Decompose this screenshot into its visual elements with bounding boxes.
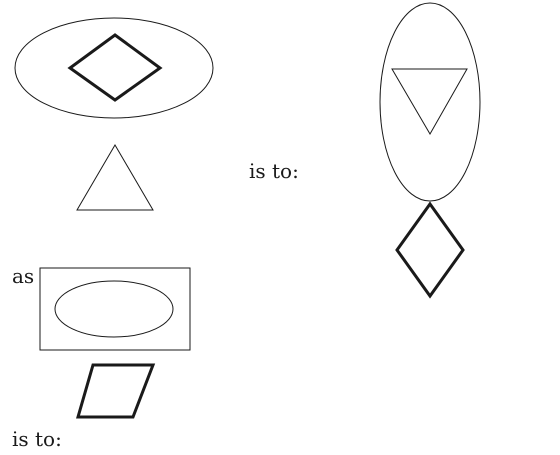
- ellipse-inside-rectangle: [54, 280, 174, 338]
- ellipse-vertical: [379, 2, 481, 202]
- rectangle: [39, 267, 191, 351]
- ellipse-horizontal: [14, 17, 214, 119]
- triangle-up: [76, 144, 154, 211]
- as-label: as: [12, 264, 35, 288]
- parallelogram-bold: [76, 363, 156, 419]
- diamond-bold-below-ellipse: [395, 201, 465, 299]
- diamond-bold-inside-ellipse: [67, 33, 163, 102]
- is-to-label-first: is to:: [249, 159, 299, 183]
- is-to-label-second: is to:: [12, 427, 62, 451]
- triangle-down-inside-ellipse: [391, 68, 468, 136]
